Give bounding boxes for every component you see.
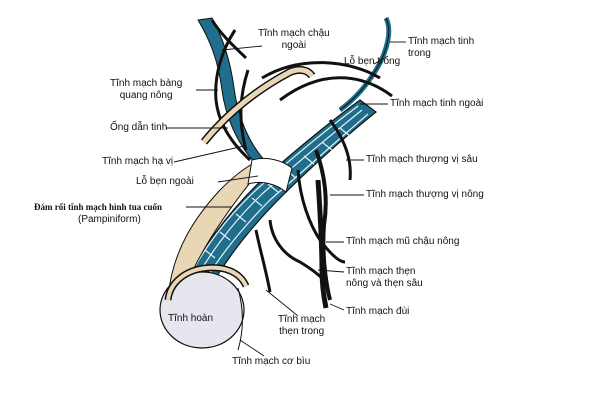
label-internal-spermatic-vein: Tĩnh mạch tinh trong: [408, 36, 475, 59]
label-superficial-deep-penile-vein: Tĩnh mạch thẹn nông và thẹn sâu: [346, 266, 423, 289]
arch-vein-1: [261, 61, 381, 80]
superficial-epigastric-vein-shape: [314, 149, 332, 301]
cremasteric-vein-shape: [237, 287, 243, 351]
label-deep-epigastric-vein: Tĩnh mạch thượng vị sâu: [366, 154, 478, 165]
label-superficial-epigastric-vein: Tĩnh mạch thượng vị nông: [366, 189, 484, 200]
label-internal-pudendal-vein: Tĩnh mạch thẹn trong: [278, 314, 326, 337]
deep-epigastric-vein-shape: [328, 119, 352, 181]
label-deep-inguinal-ring: Lỗ bẹn trong: [344, 56, 401, 67]
label-pampiniform-plexus: Đám rối tĩnh mạch hình tua cuốn: [34, 202, 163, 212]
label-superficial-inguinal-ring: Lỗ bẹn ngoài: [136, 176, 194, 187]
label-vas-deferens: Ống dẫn tinh: [110, 122, 168, 133]
pudendal-vein-shape: [268, 219, 326, 282]
arch-vein-2: [279, 76, 393, 102]
leader-lines: [166, 41, 406, 357]
label-femoral-vein: Tĩnh mạch đùi: [346, 306, 410, 317]
label-external-spermatic-vein: Tĩnh mạch tinh ngoài: [390, 98, 484, 109]
label-superficial-vesical-vein: Tĩnh mạch bàng quang nông: [110, 78, 183, 101]
label-hypogastric-vein: Tĩnh mạch hạ vị: [102, 156, 174, 167]
superficial-ring-shape: [247, 157, 293, 193]
superficial-vesical-vein-shape: [214, 29, 252, 162]
internal-pudendal-vein-shape: [254, 229, 272, 293]
label-external-iliac-vein: Tĩnh mạch chậu ngoài: [258, 28, 330, 51]
label-cremasteric-vein: Tĩnh mạch cơ bìu: [232, 356, 311, 367]
label-superficial-circumflex-iliac-vein: Tĩnh mạch mũ chậu nông: [346, 236, 460, 247]
label-testis: Tĩnh hoàn: [168, 313, 214, 324]
label-pampiniform-plexus-sub: (Pampiniform): [78, 214, 141, 225]
